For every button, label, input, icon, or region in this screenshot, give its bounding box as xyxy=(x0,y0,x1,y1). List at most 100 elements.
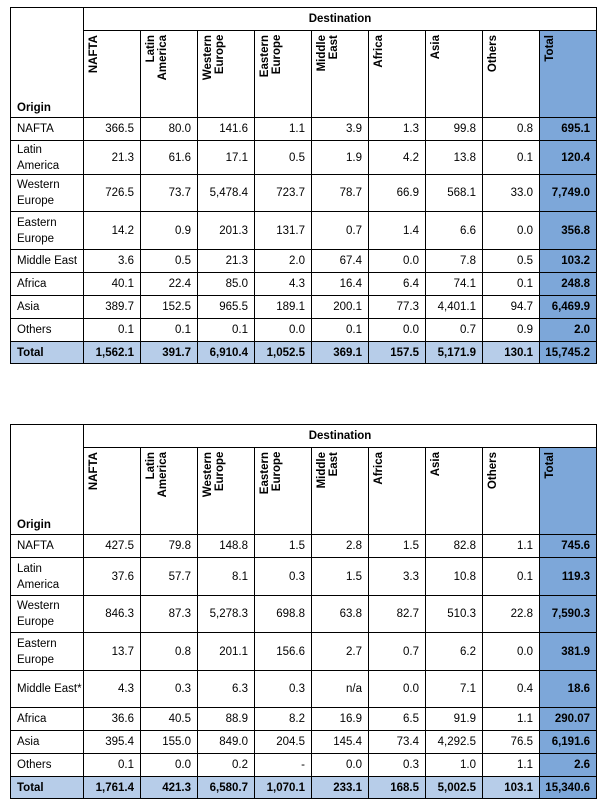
column-total-cell: 5,171.9 xyxy=(425,341,483,364)
row-label: NAFTA xyxy=(10,117,84,141)
table-cell: 1.4 xyxy=(368,211,426,250)
column-header-label: Asia xyxy=(430,35,442,60)
table-cell: 22.4 xyxy=(140,272,198,296)
column-header: Total xyxy=(538,30,598,118)
table-cell: 94.7 xyxy=(482,295,540,319)
row-label: NAFTA xyxy=(10,534,84,558)
table-cell: 0.9 xyxy=(482,318,540,342)
table-cell: 2.8 xyxy=(311,534,369,558)
table-cell: 148.8 xyxy=(197,534,255,558)
row-total-cell: 695.1 xyxy=(538,117,598,141)
column-total-cell: 1,562.1 xyxy=(83,341,141,364)
destination-header: Destination xyxy=(82,424,598,448)
table-cell: 155.0 xyxy=(140,730,198,754)
table-cell: 0.1 xyxy=(482,557,540,596)
table-cell: 17.1 xyxy=(197,140,255,175)
table-cell: 6.4 xyxy=(368,272,426,296)
table-cell: 1.1 xyxy=(254,117,312,141)
column-header-label: Western Europe xyxy=(202,35,226,81)
column-header: Latin America xyxy=(140,447,198,535)
column-total-cell: 157.5 xyxy=(368,341,426,364)
table-cell: - xyxy=(254,753,312,777)
table-cell: 0.0 xyxy=(368,670,426,708)
table-cell: 0.0 xyxy=(254,318,312,342)
row-total-cell: 356.8 xyxy=(538,211,598,250)
table-cell: 0.0 xyxy=(311,753,369,777)
column-header-label: Total xyxy=(544,35,556,62)
row-total-cell: 103.2 xyxy=(538,249,598,273)
column-total-cell: 421.3 xyxy=(140,776,198,799)
column-total-cell: 1,052.5 xyxy=(254,341,312,364)
table-cell: 3.3 xyxy=(368,557,426,596)
column-header: Eastern Europe xyxy=(254,447,312,535)
table-cell: 4.3 xyxy=(83,670,141,708)
table-cell: 66.9 xyxy=(368,174,426,212)
table-cell: 82.8 xyxy=(425,534,483,558)
table-cell: 0.5 xyxy=(482,249,540,273)
table-cell: 14.2 xyxy=(83,211,141,250)
column-header-label: Eastern Europe xyxy=(259,452,283,495)
table-cell: 0.3 xyxy=(368,753,426,777)
table-cell: 77.3 xyxy=(368,295,426,319)
row-total-cell: 6,469.9 xyxy=(538,295,598,319)
table-cell: 6.5 xyxy=(368,707,426,731)
column-header-label: Latin America xyxy=(145,35,169,81)
table-cell: 85.0 xyxy=(197,272,255,296)
table-cell: 73.4 xyxy=(368,730,426,754)
destination-header: Destination xyxy=(82,7,598,31)
row-label: Western Europe xyxy=(10,595,84,633)
table-cell: 366.5 xyxy=(83,117,141,141)
table-cell: 36.6 xyxy=(83,707,141,731)
total-row-label: Total xyxy=(10,776,84,799)
column-header-label: Western Europe xyxy=(202,452,226,498)
column-total-cell: 130.1 xyxy=(482,341,540,364)
table-cell: 1.0 xyxy=(425,753,483,777)
grand-total-cell: 15,745.2 xyxy=(538,341,598,364)
row-label: Africa xyxy=(10,272,84,296)
column-header-label: Total xyxy=(544,452,556,479)
column-header: Others xyxy=(482,447,540,535)
table-cell: 74.1 xyxy=(425,272,483,296)
table-cell: 568.1 xyxy=(425,174,483,212)
table-cell: 189.1 xyxy=(254,295,312,319)
table-cell: 0.0 xyxy=(140,753,198,777)
row-label: Others xyxy=(10,318,84,342)
column-header: Middle East xyxy=(311,30,369,118)
column-header: Asia xyxy=(425,447,483,535)
column-header-label: Others xyxy=(487,35,499,73)
table-cell: 22.8 xyxy=(482,595,540,633)
column-header-label: Latin America xyxy=(145,452,169,498)
table-cell: 37.6 xyxy=(83,557,141,596)
row-total-cell: 2.0 xyxy=(538,318,598,342)
table-cell: 33.0 xyxy=(482,174,540,212)
table-cell: 99.8 xyxy=(425,117,483,141)
table-cell: 88.9 xyxy=(197,707,255,731)
table-cell: 141.6 xyxy=(197,117,255,141)
table-cell: 40.5 xyxy=(140,707,198,731)
row-total-cell: 2.6 xyxy=(538,753,598,777)
row-total-cell: 248.8 xyxy=(538,272,598,296)
column-header: Latin America xyxy=(140,30,198,118)
table-cell: 67.4 xyxy=(311,249,369,273)
table-cell: 0.1 xyxy=(83,318,141,342)
table-cell: 82.7 xyxy=(368,595,426,633)
table-cell: 0.0 xyxy=(482,632,540,671)
table-cell: 0.3 xyxy=(254,557,312,596)
table-cell: 21.3 xyxy=(197,249,255,273)
row-total-cell: 6,191.6 xyxy=(538,730,598,754)
table-cell: 13.8 xyxy=(425,140,483,175)
table-cell: 427.5 xyxy=(83,534,141,558)
table-cell: 726.5 xyxy=(83,174,141,212)
table-cell: 76.5 xyxy=(482,730,540,754)
